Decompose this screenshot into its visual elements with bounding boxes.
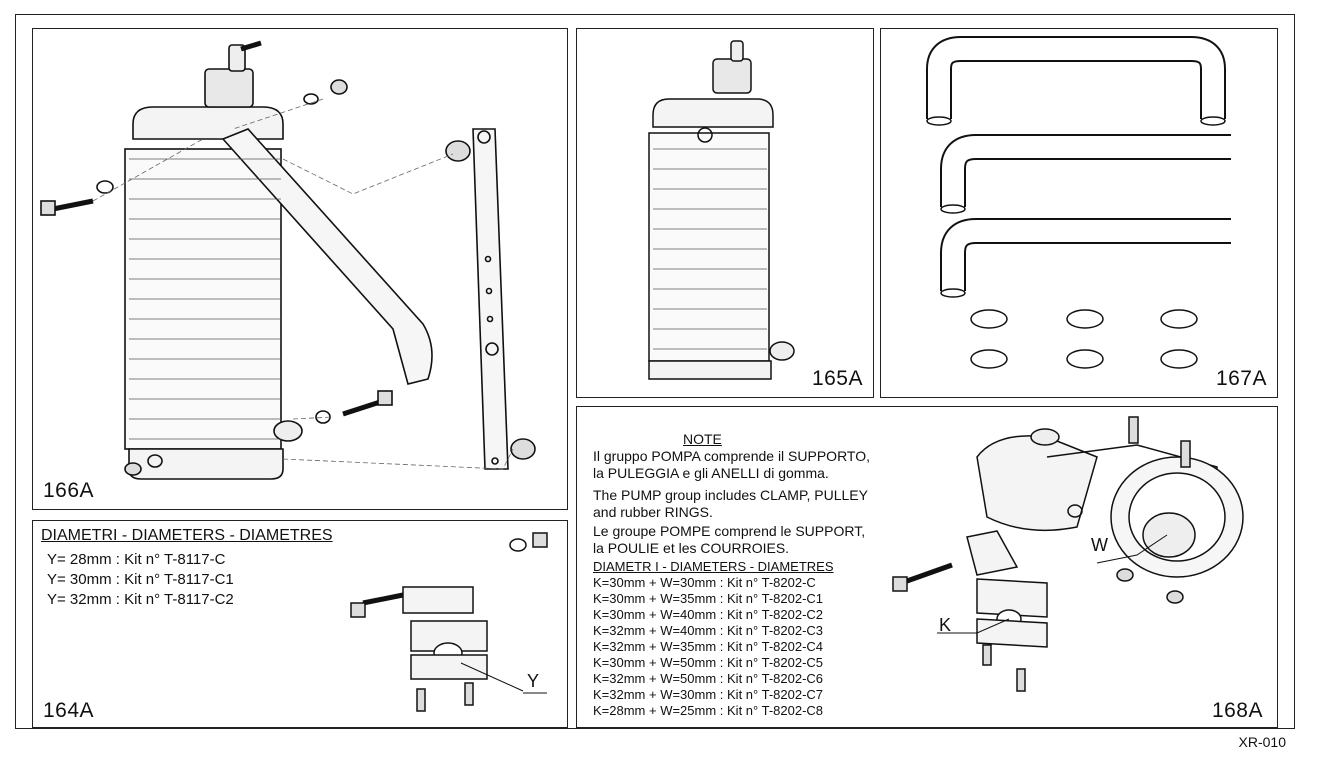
drawing-frame: XR-010	[15, 14, 1295, 750]
callout-w: W	[1091, 535, 1108, 555]
panel-166a: 166A	[32, 28, 568, 510]
drawing-reference: XR-010	[1238, 734, 1286, 750]
panel-id-166a: 166A	[43, 479, 95, 502]
note-title: NOTE	[683, 431, 722, 447]
panel-id-164a: 164A	[43, 699, 95, 722]
radiator-illustration	[648, 40, 795, 380]
note-english-line: and rubber RINGS.	[593, 504, 713, 520]
note-italian-line: Il gruppo POMPA comprende il SUPPORTO,	[593, 448, 871, 464]
callout-y: Y	[527, 671, 540, 691]
kit-row: Y= 28mm : Kit n° T-8117-C	[47, 551, 226, 568]
panel-id-168a: 168A	[1211, 699, 1263, 722]
diameters-heading: DIAMETRI - DIAMETERS - DIAMETRES	[41, 527, 333, 544]
kit-row: K=28mm + W=25mm : Kit n° T-8202-C8	[593, 703, 824, 718]
kit-row: K=30mm + W=50mm : Kit n° T-8202-C5	[593, 655, 824, 670]
radiator-assembly-illustration	[40, 40, 536, 480]
kit-row: K=32mm + W=50mm : Kit n° T-8202-C6	[593, 671, 824, 686]
panel-165a: 165A	[576, 28, 874, 398]
kit-row: Y= 30mm : Kit n° T-8117-C1	[47, 571, 234, 588]
callout-k: K	[939, 615, 952, 635]
diameters-heading: DIAMETR I - DIAMETERS - DIAMETRES	[593, 559, 834, 574]
note-french-line: Le groupe POMPE comprend le SUPPORT,	[593, 523, 866, 539]
note-french-line: la POULIE et les COURROIES.	[593, 540, 790, 556]
panel-id-165a: 165A	[811, 367, 863, 390]
kit-row: K=30mm + W=40mm : Kit n° T-8202-C2	[593, 607, 824, 622]
kit-row: K=30mm + W=35mm : Kit n° T-8202-C1	[593, 591, 824, 606]
kit-row: K=30mm + W=30mm : Kit n° T-8202-C	[593, 575, 816, 590]
pump-group-illustration	[892, 416, 1244, 692]
panel-168a: NOTE Il gruppo POMPA comprende il SUPPOR…	[576, 406, 1278, 728]
hoses-and-clamps-illustration	[926, 36, 1231, 369]
kit-row: K=32mm + W=30mm : Kit n° T-8202-C7	[593, 687, 824, 702]
clamp-kit-illustration	[350, 532, 548, 712]
panel-164a: DIAMETRI - DIAMETERS - DIAMETRES Y= 28mm…	[32, 520, 568, 728]
note-english-line: The PUMP group includes CLAMP, PULLEY	[593, 487, 868, 503]
note-italian-line: la PULEGGIA e gli ANELLI di gomma.	[593, 465, 829, 481]
panel-167a: 167A	[880, 28, 1278, 398]
panel-id-167a: 167A	[1215, 367, 1267, 390]
kit-row: K=32mm + W=40mm : Kit n° T-8202-C3	[593, 623, 824, 638]
kit-row: K=32mm + W=35mm : Kit n° T-8202-C4	[593, 639, 824, 654]
kit-row: Y= 32mm : Kit n° T-8117-C2	[47, 591, 234, 608]
